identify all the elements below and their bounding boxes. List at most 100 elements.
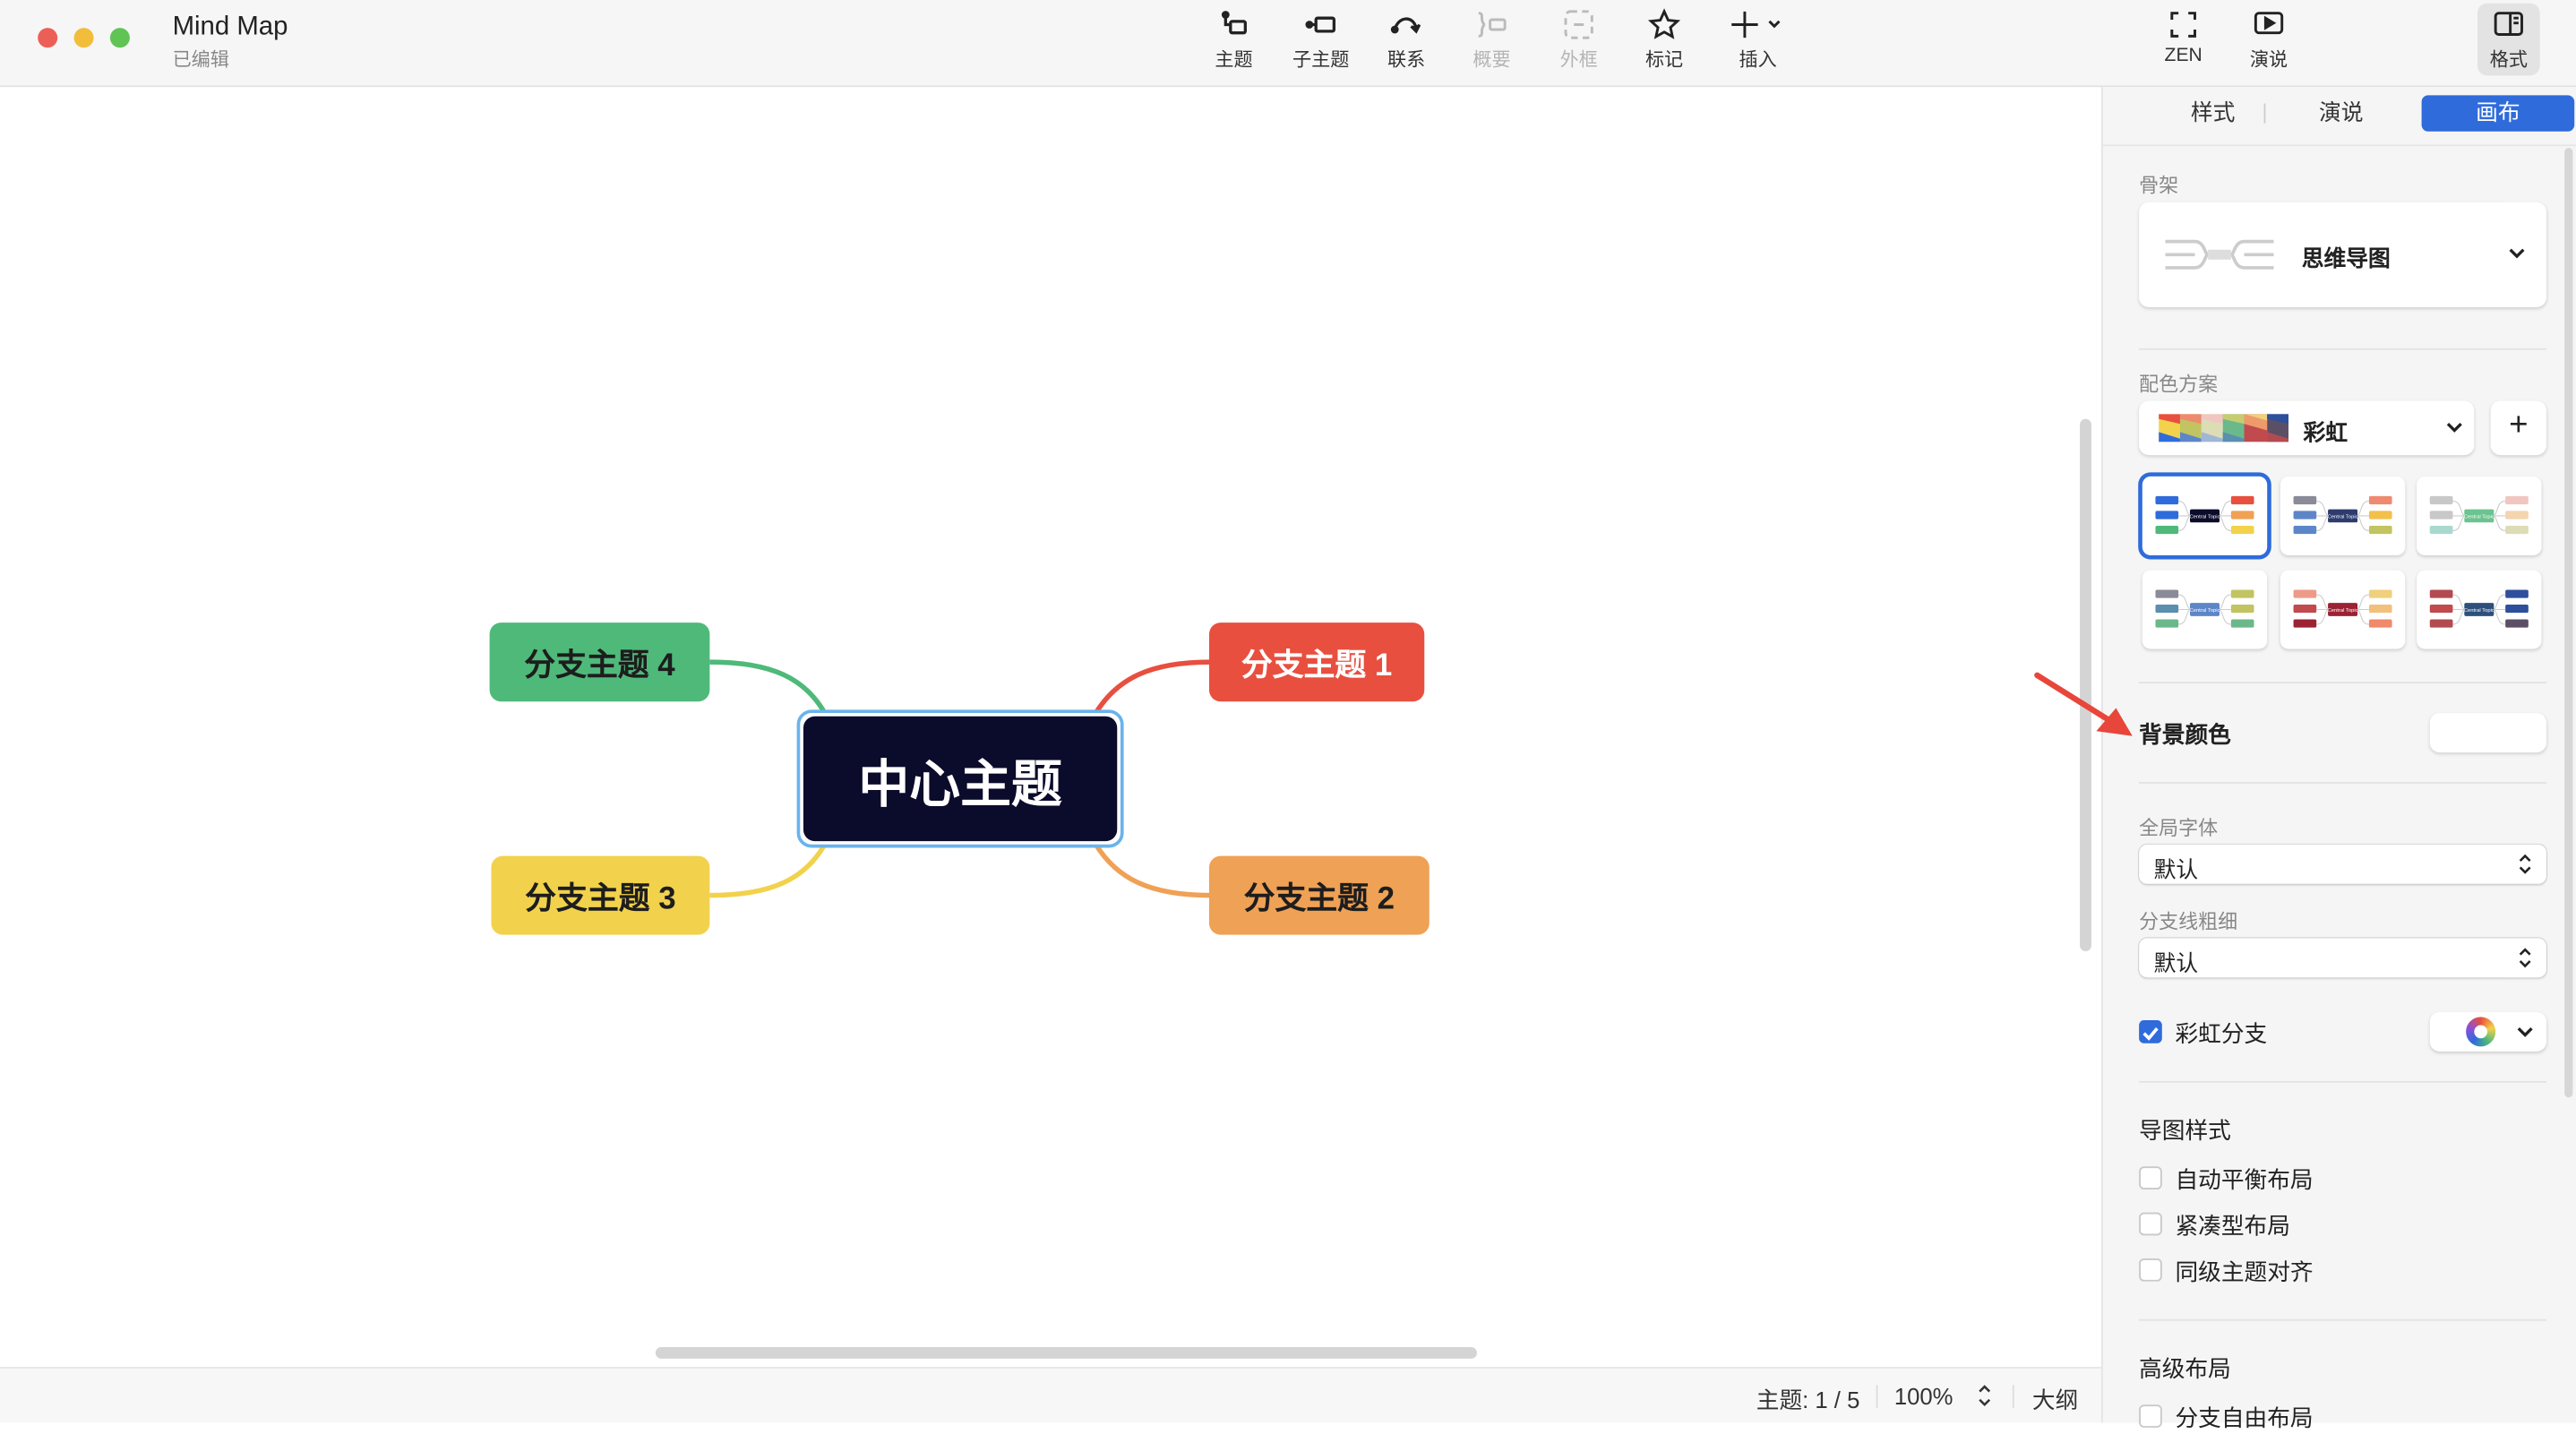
status-bar: 主题: 1 / 5 100% 大纲 [0,1367,2101,1423]
insert-button[interactable]: 插入 [1709,8,1807,73]
color-theme-option[interactable]: Central Topic [2280,476,2406,555]
color-scheme-value: 彩虹 [2303,420,2348,446]
outline-button[interactable]: 大纲 [2031,1387,2079,1413]
up-down-chevron-icon [2519,854,2531,874]
tab-presentation[interactable]: 演说 [2318,99,2364,125]
zen-button[interactable]: ZEN [2142,8,2225,65]
chevron-down-icon [2446,423,2462,433]
global-font-value: 默认 [2153,857,2199,882]
connector-branch-3 [709,843,828,898]
branch-topic-1[interactable]: 分支主题 1 [1208,623,1425,702]
summary-icon [1478,12,1507,38]
format-button-highlight [2477,3,2540,76]
branch-width-value: 默认 [2153,951,2199,976]
color-scheme-select[interactable]: 彩虹 [2139,400,2475,456]
window-title: Mind Map [172,13,288,41]
presentation-button[interactable]: 演说 [2228,8,2310,73]
divider [2139,782,2547,784]
tab-canvas[interactable]: 画布 [2421,95,2575,132]
theme-preview: Central Topic [2293,495,2392,535]
svg-text:Central Topic: Central Topic [2464,515,2494,520]
free-branch-layout-checkbox[interactable] [2139,1404,2162,1428]
auto-balance-label: 自动平衡布局 [2175,1166,2314,1193]
mindmap-skeleton-thumbnail [2165,239,2274,270]
map-style-label: 导图样式 [2139,1117,2231,1144]
summary-button[interactable]: 概要 [1451,8,1533,73]
connector-branch-2 [1094,843,1211,898]
svg-text:Central Topic: Central Topic [2328,608,2358,614]
color-scheme-label: 配色方案 [2139,373,2219,397]
tab-style[interactable]: 样式 [2190,99,2236,125]
theme-preview: Central Topic [2429,589,2529,628]
align-siblings-checkbox[interactable] [2139,1258,2162,1282]
zoom-stepper-icon[interactable] [1977,1382,1993,1410]
play-icon [2254,12,2284,35]
divider [2139,682,2547,684]
branch-width-label: 分支线粗细 [2139,910,2238,933]
skeleton-value: 思维导图 [2301,246,2391,271]
checkmark-icon [2142,1027,2159,1041]
mindmap-canvas[interactable]: 中心主题 分支主题 1 分支主题 2 分支主题 3 分支主题 4 [0,87,2091,1359]
background-color-well[interactable] [2429,713,2547,753]
skeleton-select[interactable]: 思维导图 [2139,202,2547,307]
compact-layout-label: 紧凑型布局 [2175,1212,2290,1239]
panel-scrollbar[interactable] [2564,148,2573,1098]
title-bar: Mind Map 已编辑 主题 子主题 联系 概要 外框 标记 插入 [0,0,2576,88]
central-topic-label: 中心主题 [803,716,1118,842]
horizontal-scrollbar[interactable] [655,1347,1477,1359]
theme-preview: Central Topic [2155,495,2254,535]
subtopic-button[interactable]: 子主题 [1280,8,1362,73]
compact-layout-checkbox[interactable] [2139,1212,2162,1236]
global-font-select[interactable]: 默认 [2139,844,2547,884]
minimize-window-button[interactable] [73,28,94,48]
topic-icon [1221,11,1247,35]
central-topic[interactable]: 中心主题 [796,709,1124,848]
auto-balance-checkbox[interactable] [2139,1166,2162,1189]
branch-connectors [709,659,1211,898]
vertical-scrollbar[interactable] [2080,418,2091,952]
connector-branch-4 [709,659,828,715]
color-theme-option[interactable]: Central Topic [2142,476,2268,555]
chevron-down-icon [2509,248,2525,259]
free-branch-layout-label: 分支自由布局 [2175,1404,2314,1431]
rainbow-color-select[interactable] [2429,1011,2547,1052]
theme-preview: Central Topic [2429,495,2529,535]
color-theme-option[interactable]: Central Topic [2417,570,2542,649]
add-color-scheme-button[interactable]: + [2490,400,2547,456]
align-siblings-label: 同级主题对齐 [2175,1258,2314,1285]
boundary-button[interactable]: 外框 [1538,8,1620,73]
branch-topic-2[interactable]: 分支主题 2 [1208,855,1430,935]
divider [2139,1080,2547,1083]
branch-topic-4[interactable]: 分支主题 4 [489,623,710,702]
branch-topic-3[interactable]: 分支主题 3 [491,855,710,935]
zoom-level[interactable]: 100% [1893,1383,1953,1410]
branch-width-select[interactable]: 默认 [2139,938,2547,978]
maximize-window-button[interactable] [109,28,130,48]
divider [2102,144,2576,147]
chevron-down-icon [2517,1027,2533,1037]
topic-button[interactable]: 主题 [1193,8,1275,73]
rainbow-swatch [2159,414,2289,442]
color-theme-option[interactable]: Central Topic [2417,476,2542,555]
svg-text:Central Topic: Central Topic [2328,515,2358,520]
relationship-button[interactable]: 联系 [1365,8,1447,73]
plus-icon [1731,11,1781,39]
divider [2012,1385,2014,1408]
advanced-layout-label: 高级布局 [2139,1355,2231,1382]
svg-text:Central Topic: Central Topic [2464,608,2494,614]
svg-text:Central Topic: Central Topic [2189,608,2220,614]
rainbow-branch-checkbox[interactable] [2139,1020,2162,1043]
edited-status: 已编辑 [172,50,229,71]
divider [1876,1385,1878,1408]
annotation-arrow-icon [2034,672,2133,736]
marker-button[interactable]: 标记 [1623,8,1705,73]
theme-preview: Central Topic [2155,589,2254,628]
color-theme-option[interactable]: Central Topic [2280,570,2406,649]
relationship-icon [1390,17,1421,34]
close-window-button[interactable] [38,28,58,48]
format-button[interactable]: 格式 [2468,8,2550,73]
color-theme-option[interactable]: Central Topic [2142,570,2268,649]
divider [2139,1318,2547,1321]
divider [2263,103,2266,124]
